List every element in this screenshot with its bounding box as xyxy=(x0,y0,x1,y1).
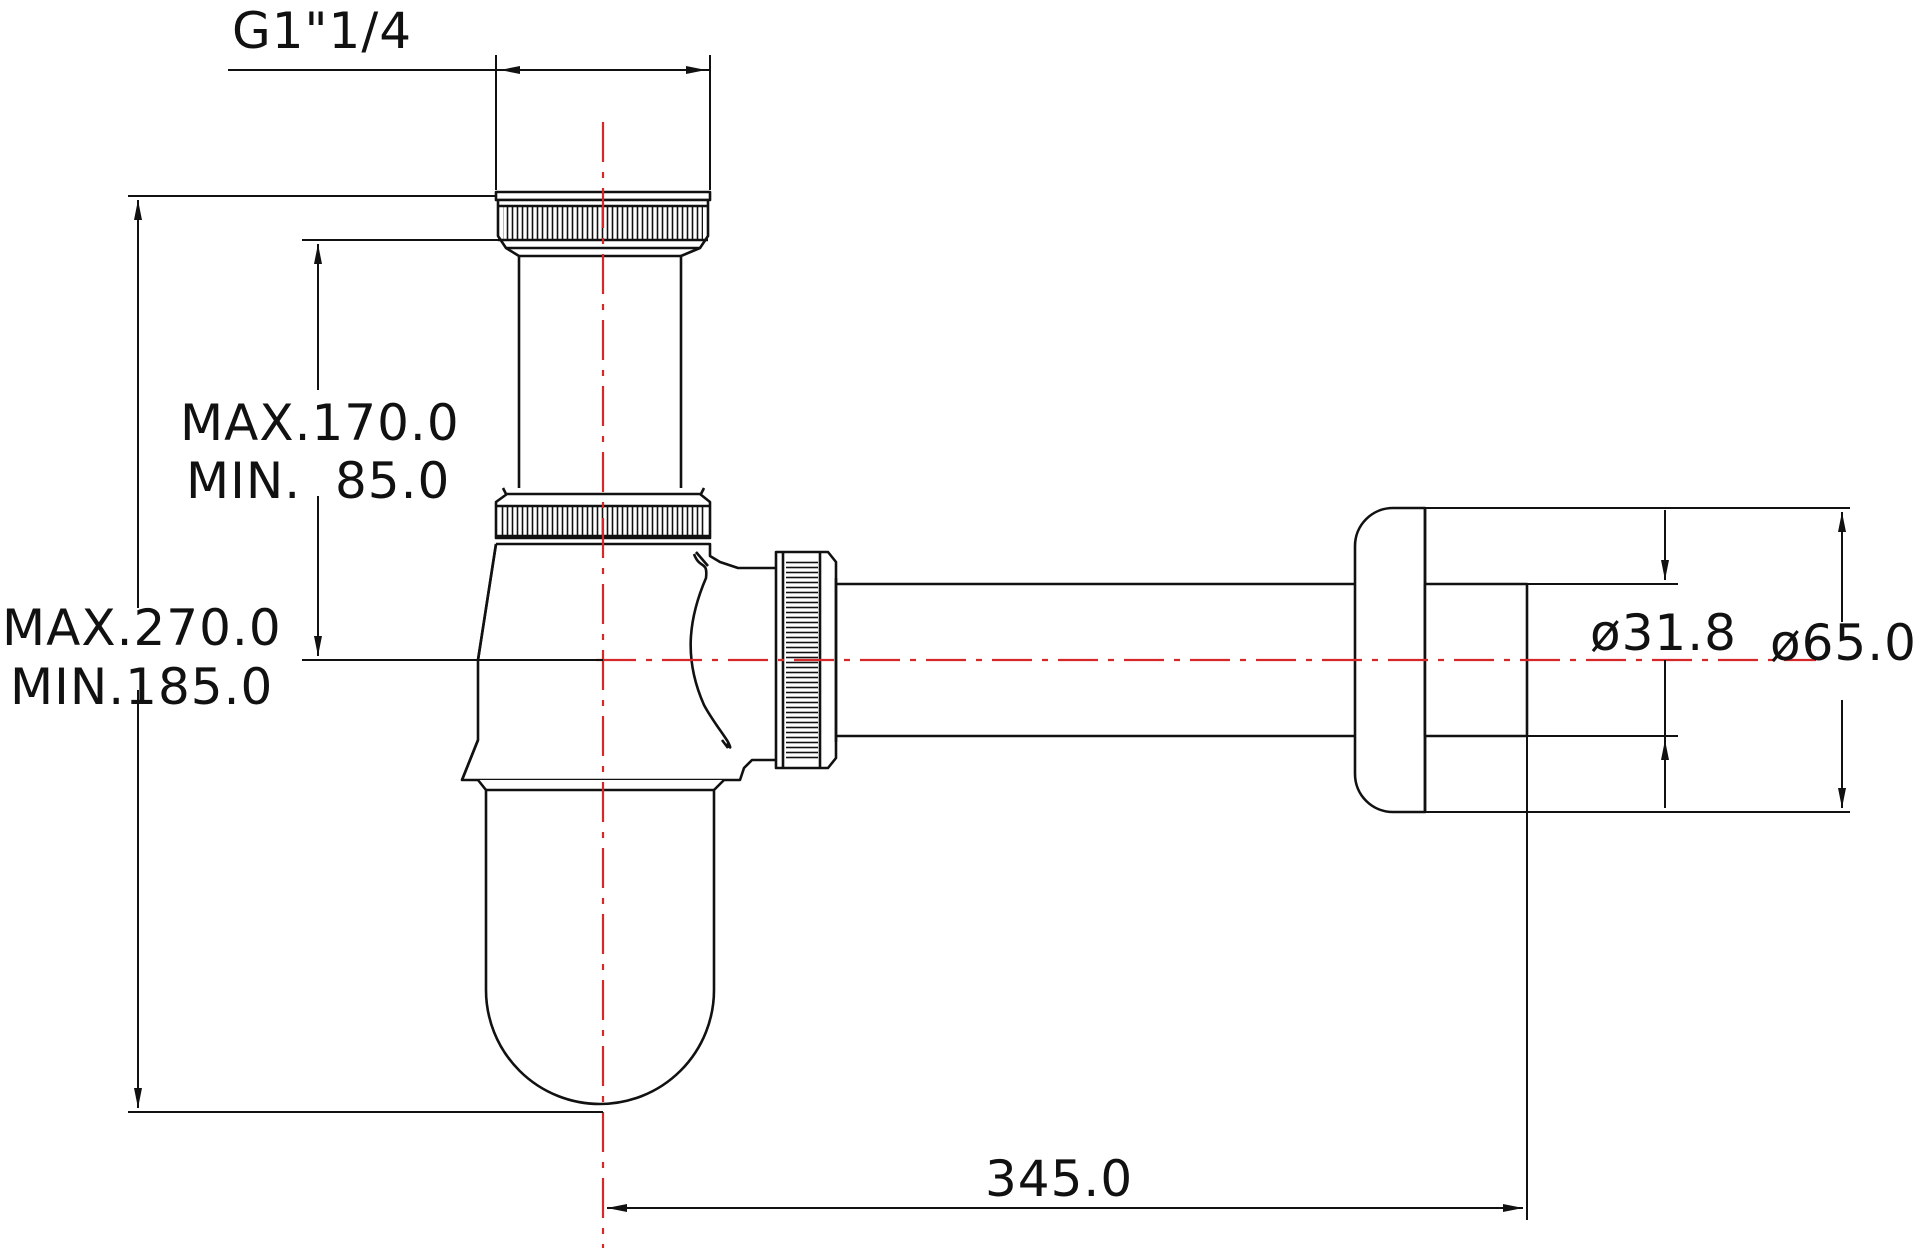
thread-size-label: G1"1/4 xyxy=(232,2,412,60)
horizontal-pipe xyxy=(834,578,1355,742)
centerlines xyxy=(596,122,1816,1248)
pipe-diameter-label: ø31.8 xyxy=(1590,604,1737,662)
dimension-labels: G1"1/4 MAX.170.0 MIN. 85.0 MAX.270.0 MIN… xyxy=(2,2,1917,1208)
flange-diameter-label: ø65.0 xyxy=(1770,614,1917,672)
bottom-cup xyxy=(476,779,725,1106)
total-height-max-label: MAX.270.0 xyxy=(2,599,282,657)
trap-body xyxy=(460,542,776,782)
total-height-min-label: MIN.185.0 xyxy=(10,658,273,716)
dimension-lines xyxy=(128,55,1850,1220)
vertical-tube xyxy=(505,246,701,488)
tube-height-max-label: MAX.170.0 xyxy=(180,394,460,452)
horizontal-length-label: 345.0 xyxy=(985,1150,1133,1208)
tube-height-min-label: MIN. 85.0 xyxy=(186,452,450,510)
